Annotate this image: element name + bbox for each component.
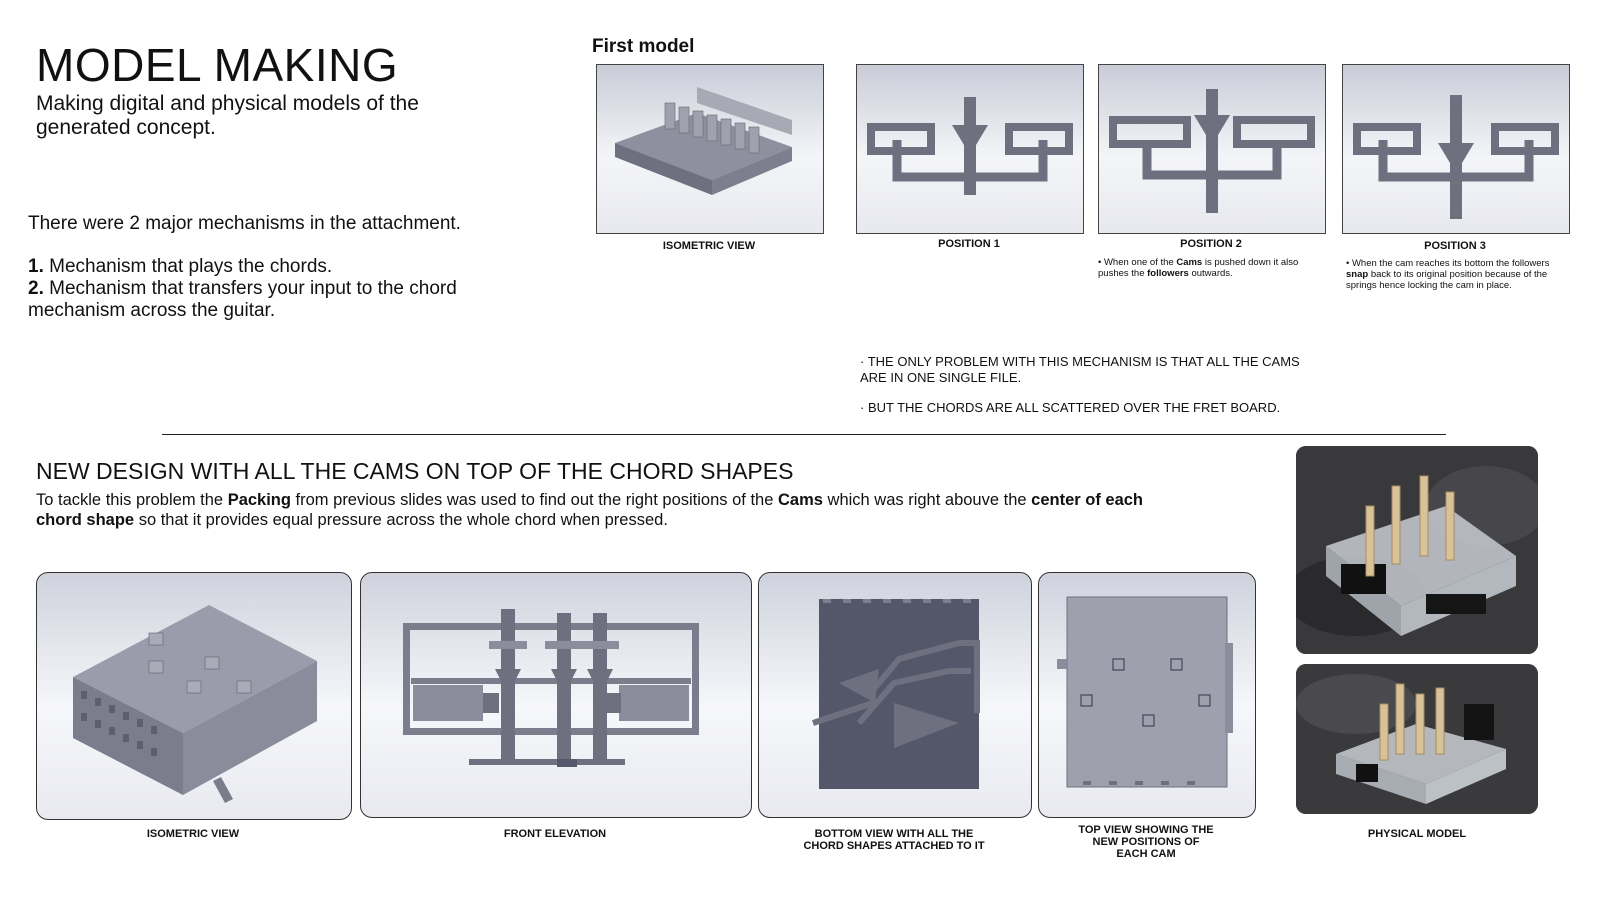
position-3-note: • When the cam reaches its bottom the fo…: [1346, 258, 1550, 291]
page-title: MODEL MAKING: [36, 39, 399, 91]
page-subtitle: Making digital and physical models of th…: [36, 92, 419, 139]
position-1-caption: POSITION 1: [938, 238, 1000, 250]
physical-model-photo-2: [1296, 664, 1538, 814]
position-2-caption: POSITION 2: [1180, 238, 1242, 250]
bottom-view-image: [758, 572, 1032, 818]
position-2-image: [1098, 64, 1326, 234]
new-design-heading: NEW DESIGN WITH ALL THE CAMS ON TOP OF T…: [36, 458, 794, 484]
top-view-caption: TOP VIEW SHOWING THE NEW POSITIONS OF EA…: [1078, 824, 1214, 860]
mechanism-item: 2. Mechanism that transfers your input t…: [28, 278, 457, 321]
front-elevation-image: [360, 572, 752, 818]
mechanisms-intro: There were 2 major mechanisms in the att…: [28, 213, 461, 234]
position-3-image: [1342, 64, 1570, 234]
problem-note: · THE ONLY PROBLEM WITH THIS MECHANISM I…: [860, 354, 1300, 385]
new-isometric-view-image: [36, 572, 352, 820]
problem-notes: · THE ONLY PROBLEM WITH THIS MECHANISM I…: [860, 354, 1320, 430]
front-elevation-caption: FRONT ELEVATION: [503, 828, 607, 840]
mechanism-item: 1. Mechanism that plays the chords.: [28, 256, 333, 277]
mechanisms-section: There were 2 major mechanisms in the att…: [28, 213, 548, 322]
section-divider: [162, 434, 1446, 435]
first-isometric-caption: ISOMETRIC VIEW: [662, 240, 756, 252]
position-3-caption: POSITION 3: [1424, 240, 1486, 252]
first-isometric-view-image: [596, 64, 824, 234]
first-model-heading: First model: [592, 36, 695, 57]
position-1-image: [856, 64, 1084, 234]
physical-model-photo-1: [1296, 446, 1538, 654]
new-isometric-caption: ISOMETRIC VIEW: [146, 828, 240, 840]
mechanisms-list: 1. Mechanism that plays the chords. 2. M…: [28, 256, 548, 322]
new-design-description: To tackle this problem the Packing from …: [36, 491, 1144, 529]
top-view-image: [1038, 572, 1256, 818]
problem-note: · BUT THE CHORDS ARE ALL SCATTERED OVER …: [860, 400, 1281, 415]
position-2-note: • When one of the Cams is pushed down it…: [1098, 257, 1299, 279]
bottom-view-caption: BOTTOM VIEW WITH ALL THE CHORD SHAPES AT…: [803, 828, 985, 852]
physical-model-caption: PHYSICAL MODEL: [1367, 828, 1467, 840]
